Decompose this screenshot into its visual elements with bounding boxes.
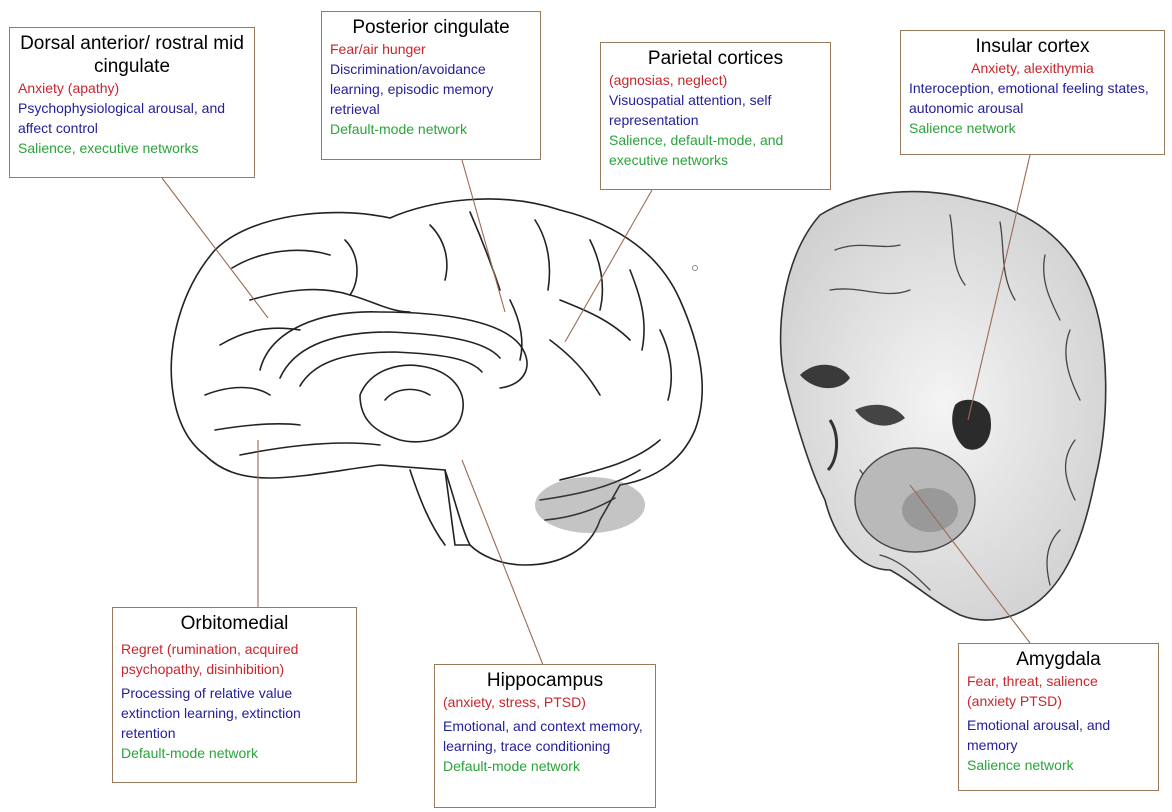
parietal-cortices-clinical: (agnosias, neglect) — [609, 70, 822, 90]
insular-cortex-function: Interoception, emotional feeling states,… — [909, 78, 1156, 118]
hippocampus-clinical: (anxiety, stress, PTSD) — [443, 692, 647, 712]
posterior-cingulate-box: Posterior cingulate Fear/air hunger Disc… — [321, 11, 541, 160]
posterior-cingulate-network: Default-mode network — [330, 119, 532, 139]
hippocampus-title: Hippocampus — [443, 669, 647, 692]
parietal-cortices-network: Salience, default-mode, and executive ne… — [609, 130, 822, 170]
parietal-cortices-box: Parietal cortices (agnosias, neglect) Vi… — [600, 42, 831, 190]
insular-cortex-box: Insular cortex Anxiety, alexithymia Inte… — [900, 30, 1165, 155]
hippocampus-box: Hippocampus (anxiety, stress, PTSD) Emot… — [434, 664, 656, 808]
hippocampus-network: Default-mode network — [443, 756, 647, 776]
posterior-cingulate-title: Posterior cingulate — [330, 16, 532, 39]
dorsal-anterior-clinical: Anxiety (apathy) — [18, 78, 246, 98]
amygdala-clinical: Fear, threat, salience (anxiety PTSD) — [967, 671, 1150, 711]
parietal-cortices-title: Parietal cortices — [609, 47, 822, 70]
insular-cortex-network: Salience network — [909, 118, 1156, 138]
amygdala-title: Amygdala — [967, 648, 1150, 671]
posterior-cingulate-function: Discrimination/avoidance learning, episo… — [330, 59, 532, 119]
parietal-cortices-function: Visuospatial attention, self representat… — [609, 90, 822, 130]
orbitomedial-title: Orbitomedial — [121, 612, 348, 635]
amygdala-box: Amygdala Fear, threat, salience (anxiety… — [958, 643, 1159, 791]
hippocampus-function: Emotional, and context memory, learning,… — [443, 716, 647, 756]
coronal-brain — [693, 192, 1106, 620]
orbitomedial-box: Orbitomedial Regret (rumination, acquire… — [112, 607, 357, 783]
amygdala-function: Emotional arousal, and memory — [967, 715, 1150, 755]
amygdala-network: Salience network — [967, 755, 1150, 775]
dorsal-anterior-box: Dorsal anterior/ rostral mid cingulate A… — [9, 27, 255, 178]
dorsal-anterior-title: Dorsal anterior/ rostral mid cingulate — [18, 32, 246, 78]
dorsal-anterior-network: Salience, executive networks — [18, 138, 246, 158]
posterior-cingulate-clinical: Fear/air hunger — [330, 39, 532, 59]
insular-cortex-title: Insular cortex — [909, 35, 1156, 58]
insular-cortex-clinical: Anxiety, alexithymia — [909, 58, 1156, 78]
orbitomedial-network: Default-mode network — [121, 743, 348, 763]
dorsal-anterior-function: Psychophysiological arousal, and affect … — [18, 98, 246, 138]
orbitomedial-function: Processing of relative value extinction … — [121, 683, 348, 743]
orbitomedial-clinical: Regret (rumination, acquired psychopathy… — [121, 639, 348, 679]
